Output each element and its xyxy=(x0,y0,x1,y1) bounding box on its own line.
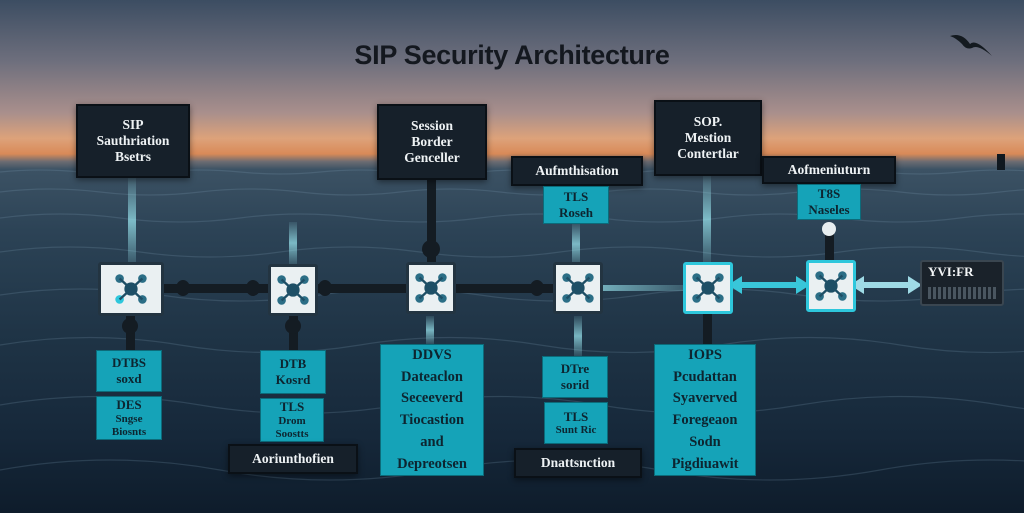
tls-box-a: TLS Roseh xyxy=(543,186,609,224)
dtbs-box: DTBS soxd xyxy=(96,350,162,392)
dtb-box: DTB Kosrd xyxy=(260,350,326,394)
double-arrow-icon xyxy=(728,276,810,294)
network-hub-icon xyxy=(415,273,447,303)
bus-line xyxy=(160,284,590,293)
network-hub-icon xyxy=(115,274,147,304)
buoy-icon xyxy=(997,154,1005,170)
network-hub-icon xyxy=(692,273,724,303)
tls-box-b: T8S Naseles xyxy=(797,184,861,220)
network-node-3 xyxy=(406,262,456,314)
sip-mediation-controller-box: SOP. Mestion Contertlar xyxy=(654,100,762,176)
pole-joint xyxy=(422,240,440,258)
tls-sunt-box: TLS Sunt Ric xyxy=(544,402,608,444)
bus-glow xyxy=(600,285,684,291)
double-arrow-icon-right xyxy=(850,276,922,294)
bus-joint-2 xyxy=(246,280,260,296)
beam-2 xyxy=(289,222,297,264)
seagull-icon xyxy=(950,35,992,56)
network-node-1 xyxy=(98,262,164,316)
pole-right-cap xyxy=(822,222,836,236)
authentication-label-box: Aoriunthofien xyxy=(228,444,358,474)
authentication-box-2: Aofmeniuturn xyxy=(762,156,896,184)
pole-session-border xyxy=(427,180,436,262)
beam-1 xyxy=(128,178,136,264)
bus-joint-4 xyxy=(530,280,544,296)
authentication-box-1: Aufmthisation xyxy=(511,156,643,186)
ocean-waves xyxy=(0,169,1024,481)
pole-down-5 xyxy=(703,314,712,344)
sip-device: YVI:FR xyxy=(920,260,1004,306)
pole-down-2-joint xyxy=(285,318,301,334)
network-hub-icon xyxy=(562,273,594,303)
network-hub-icon xyxy=(277,275,309,305)
ips-protection-box: IOPS Pcudattan Syaverved Foregeaon Sodn … xyxy=(654,344,756,476)
network-node-2 xyxy=(268,264,318,316)
des-box: DES Sngse Biosnts xyxy=(96,396,162,440)
beam-5 xyxy=(426,316,434,344)
network-node-4 xyxy=(553,262,603,314)
network-hub-icon xyxy=(815,271,847,301)
device-ports xyxy=(928,287,996,299)
ddos-protection-box: DDVS Dateaclon Seceeverd Tiocastion and … xyxy=(380,344,484,476)
sip-authorization-server-box: SIP Sauthriation Bsetrs xyxy=(76,104,190,178)
beam-down-4 xyxy=(574,316,582,356)
pole-down-1-joint xyxy=(122,318,138,334)
network-node-5 xyxy=(683,262,733,314)
beam-4 xyxy=(703,176,711,262)
network-node-6 xyxy=(806,260,856,312)
bus-joint-3 xyxy=(318,280,332,296)
pole-right xyxy=(825,228,834,260)
bus-joint-1 xyxy=(176,280,190,296)
tls-drom-box: TLS Drom Soostts xyxy=(260,398,324,442)
dtre-box: DTre sorid xyxy=(542,356,608,398)
session-border-controller-box: Session Border Genceller xyxy=(377,104,487,180)
page-title: SIP Security Architecture xyxy=(354,40,670,70)
beam-3 xyxy=(572,224,580,264)
destruction-label-box: Dnattsnction xyxy=(514,448,642,478)
